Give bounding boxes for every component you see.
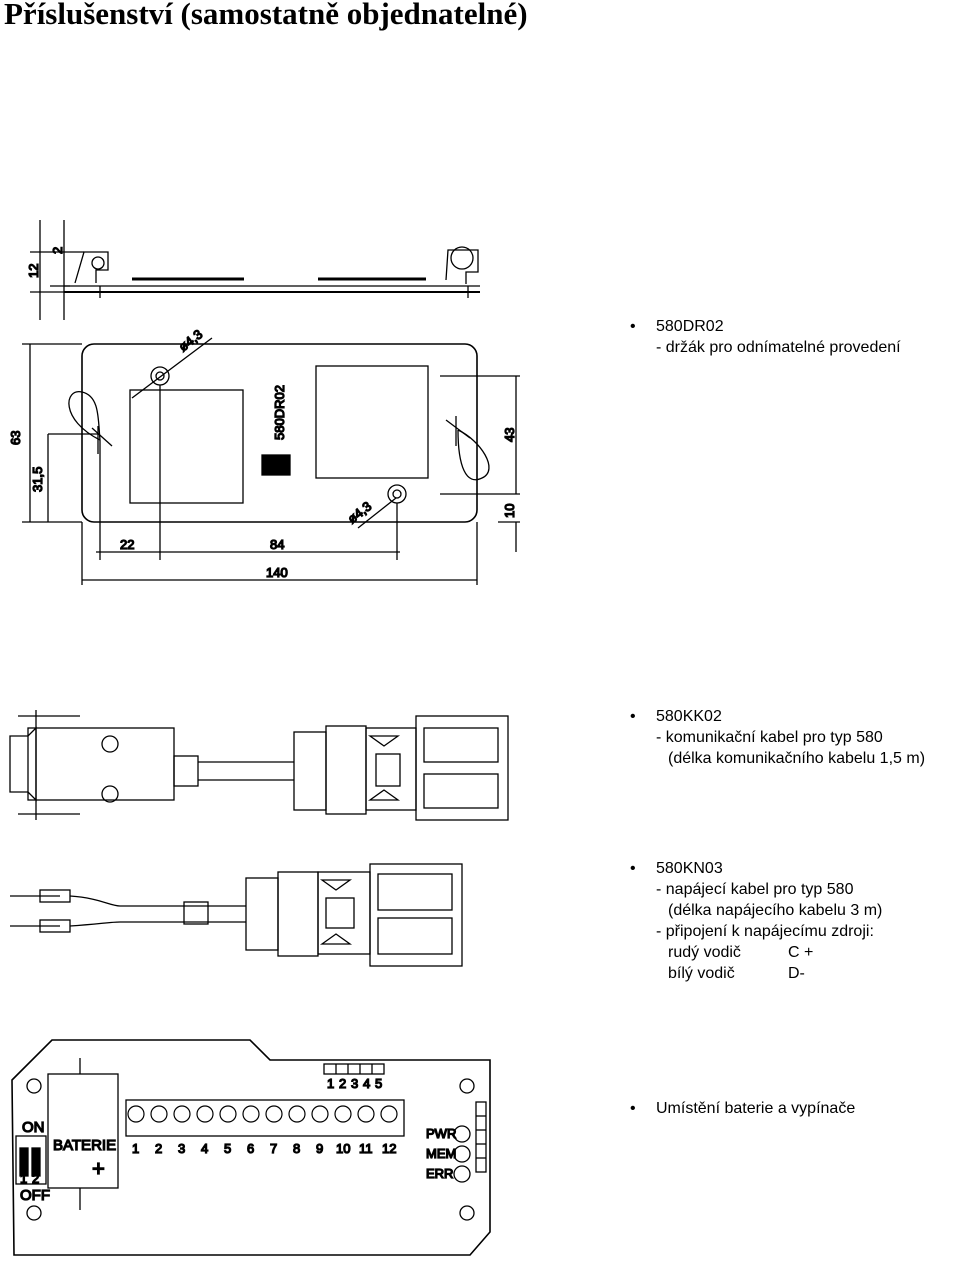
dip-number-3: 3 — [351, 1076, 358, 1091]
switch-on-label: ON — [22, 1119, 45, 1136]
terminal-number-4: 4 — [201, 1141, 208, 1156]
battery-label: BATERIE — [53, 1137, 116, 1154]
white-wire-row: bílý vodič D- — [656, 963, 882, 984]
red-wire-value: C + — [788, 944, 814, 961]
dim-43: 43 — [502, 428, 517, 442]
terminal-number-11: 11 — [359, 1141, 373, 1156]
comm-cable-line1: - komunikační kabel pro typ 580 — [656, 729, 883, 746]
dim-10: 10 — [502, 504, 517, 518]
switch-number-1: 1 — [20, 1171, 27, 1186]
terminal-number-1: 1 — [132, 1141, 139, 1156]
terminal-number-2: 2 — [155, 1141, 162, 1156]
comm-cable-code: 580KK02 — [656, 706, 925, 727]
red-wire-row: rudý vodič C + — [656, 942, 882, 963]
power-cable-line1: - napájecí kabel pro typ 580 — [656, 881, 854, 898]
holder-side-view — [30, 220, 480, 320]
red-wire-label: rudý vodič — [668, 944, 741, 961]
dim-hole-1: ø4,3 — [176, 327, 206, 355]
dim-84: 84 — [270, 537, 284, 552]
terminal-number-8: 8 — [293, 1141, 300, 1156]
power-cable-line2: (délka napájecího kabelu 3 m) — [668, 902, 883, 919]
terminal-number-12: 12 — [382, 1141, 396, 1156]
dip-number-5: 5 — [375, 1076, 382, 1091]
white-wire-value: D- — [788, 965, 805, 982]
switch-off-label: OFF — [20, 1187, 50, 1204]
dim-31-5: 31,5 — [30, 467, 45, 492]
page-title: Příslušenství (samostatně objednatelné) — [4, 0, 528, 31]
dip-number-2: 2 — [339, 1076, 346, 1091]
terminal-number-5: 5 — [224, 1141, 231, 1156]
dim-22: 22 — [120, 537, 134, 552]
plate-label: 580DR02 — [272, 385, 287, 440]
terminal-number-6: 6 — [247, 1141, 254, 1156]
white-wire-label: bílý vodič — [668, 965, 735, 982]
holder-code: 580DR02 — [656, 316, 901, 337]
battery-description-text: Umístění baterie a vypínače — [656, 1098, 855, 1119]
battery-description: Umístění baterie a vypínače — [656, 1098, 855, 1119]
comm-cable-drawing — [9, 710, 509, 821]
dim-140: 140 — [266, 565, 288, 580]
power-cable-code: 580KN03 — [656, 858, 882, 879]
holder-plate — [22, 337, 520, 585]
dim-2: 2 — [50, 247, 65, 254]
terminal-number-9: 9 — [316, 1141, 323, 1156]
comm-cable-description: 580KK02 - komunikační kabel pro typ 580 … — [656, 706, 925, 769]
battery-plus: + — [92, 1156, 105, 1181]
power-cable-line3: - připojení k napájecímu zdroji: — [656, 923, 874, 940]
terminal-number-3: 3 — [178, 1141, 185, 1156]
led-err-label: ERR — [426, 1166, 453, 1181]
terminal-number-7: 7 — [270, 1141, 277, 1156]
switch-number-2: 2 — [32, 1171, 39, 1186]
power-cable-drawing — [10, 863, 463, 967]
led-mem-label: MEM — [426, 1146, 456, 1161]
dim-12: 12 — [26, 264, 41, 278]
power-cable-description: 580KN03 - napájecí kabel pro typ 580 (dé… — [656, 858, 882, 984]
comm-cable-line2: (délka komunikačního kabelu 1,5 m) — [668, 750, 926, 767]
battery-board-drawing — [11, 1039, 491, 1256]
holder-description: 580DR02 - držák pro odnímatelné proveden… — [656, 316, 901, 358]
dip-number-4: 4 — [363, 1076, 370, 1091]
dip-number-1: 1 — [327, 1076, 334, 1091]
dim-63: 63 — [8, 431, 23, 445]
holder-desc: - držák pro odnímatelné provedení — [656, 339, 901, 356]
led-pwr-label: PWR — [426, 1126, 456, 1141]
terminal-number-10: 10 — [336, 1141, 350, 1156]
